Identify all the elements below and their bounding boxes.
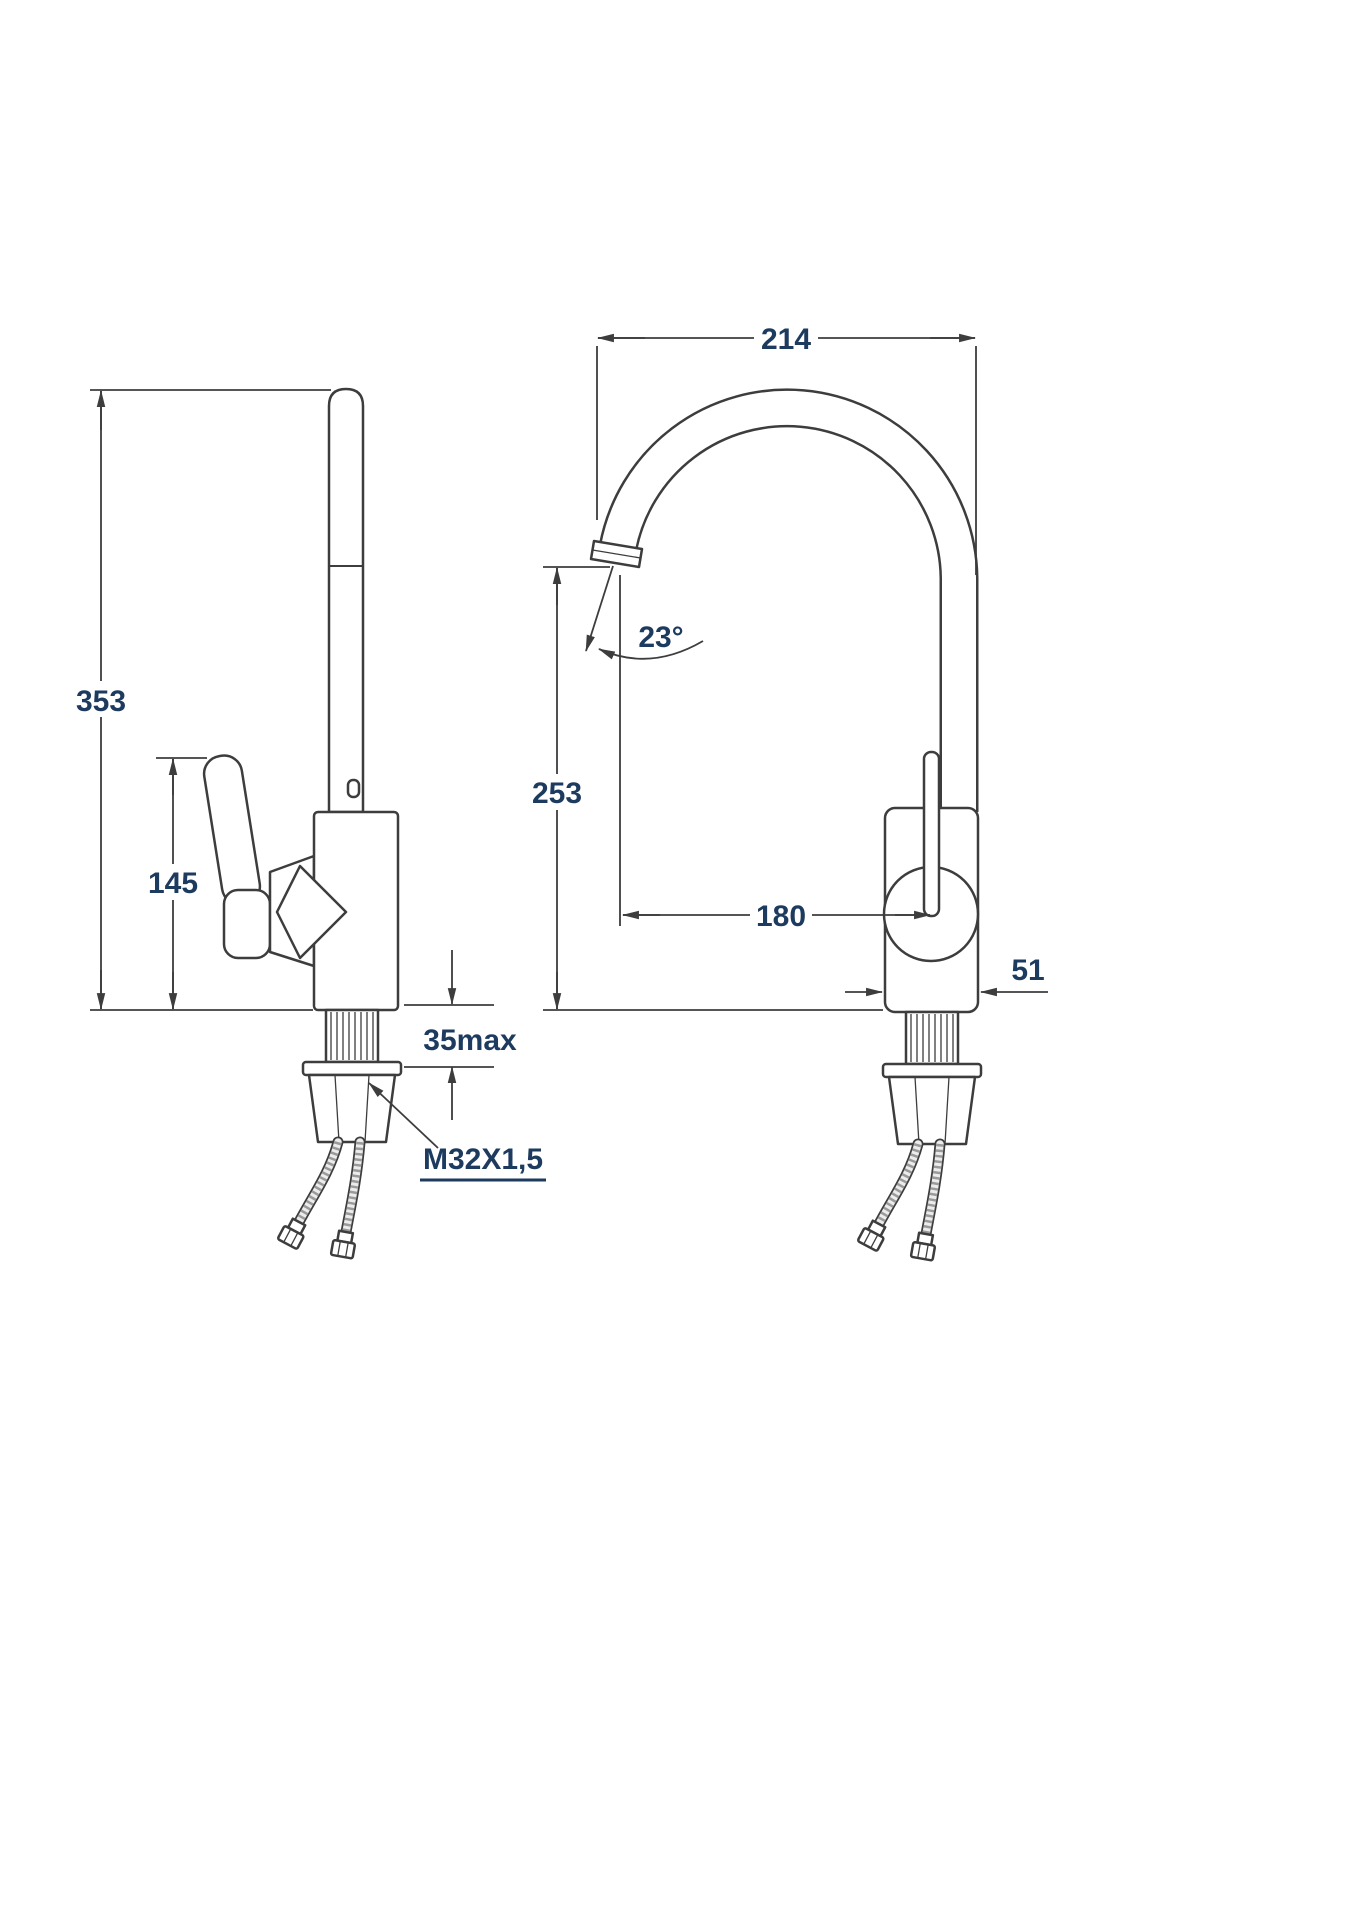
- dim-body-width-label: 51: [1011, 954, 1044, 987]
- angle-tilt-line: [585, 565, 614, 653]
- handle-pivot: [222, 888, 272, 960]
- spout-pipe: [327, 387, 365, 814]
- dim-total-height-label: 353: [76, 685, 126, 718]
- dim-mounting-thickness-label: 35max: [423, 1024, 517, 1057]
- dim-total-height: 353: [72, 389, 130, 1011]
- thread-size-callout: M32X1,5: [368, 1082, 546, 1182]
- dim-center-distance-label: 180: [756, 900, 806, 933]
- dim-spout-height-label: 253: [532, 777, 582, 810]
- dim-body-width: 51: [845, 954, 1048, 997]
- dim-spout-reach: 214: [596, 320, 977, 356]
- dim-center-distance: 180: [621, 897, 932, 933]
- dim-handle-height-label: 145: [148, 867, 198, 900]
- dim-outlet-angle-label: 23°: [638, 621, 683, 654]
- dim-spout-reach-label: 214: [761, 323, 811, 356]
- dim-handle-height: 145: [144, 757, 202, 1011]
- valve-cartridge: [275, 864, 348, 960]
- dim-spout-height: 253: [528, 566, 586, 1011]
- dim-outlet-angle: 23°: [585, 565, 704, 660]
- dim-mounting-thickness: 35max: [423, 950, 517, 1120]
- angle-arc: [598, 640, 704, 660]
- gooseneck-spout-fill: [601, 390, 976, 812]
- handle-blade: [922, 750, 941, 918]
- handle-lever: [202, 754, 262, 906]
- thread-size-label: M32X1,5: [423, 1143, 543, 1176]
- side-view: 353 145 35max M32X1,5: [72, 387, 546, 1259]
- aerator-line: [592, 549, 641, 559]
- front-view: 214 23° 253 180 51: [528, 320, 1048, 1261]
- pipe-detail: [346, 778, 361, 799]
